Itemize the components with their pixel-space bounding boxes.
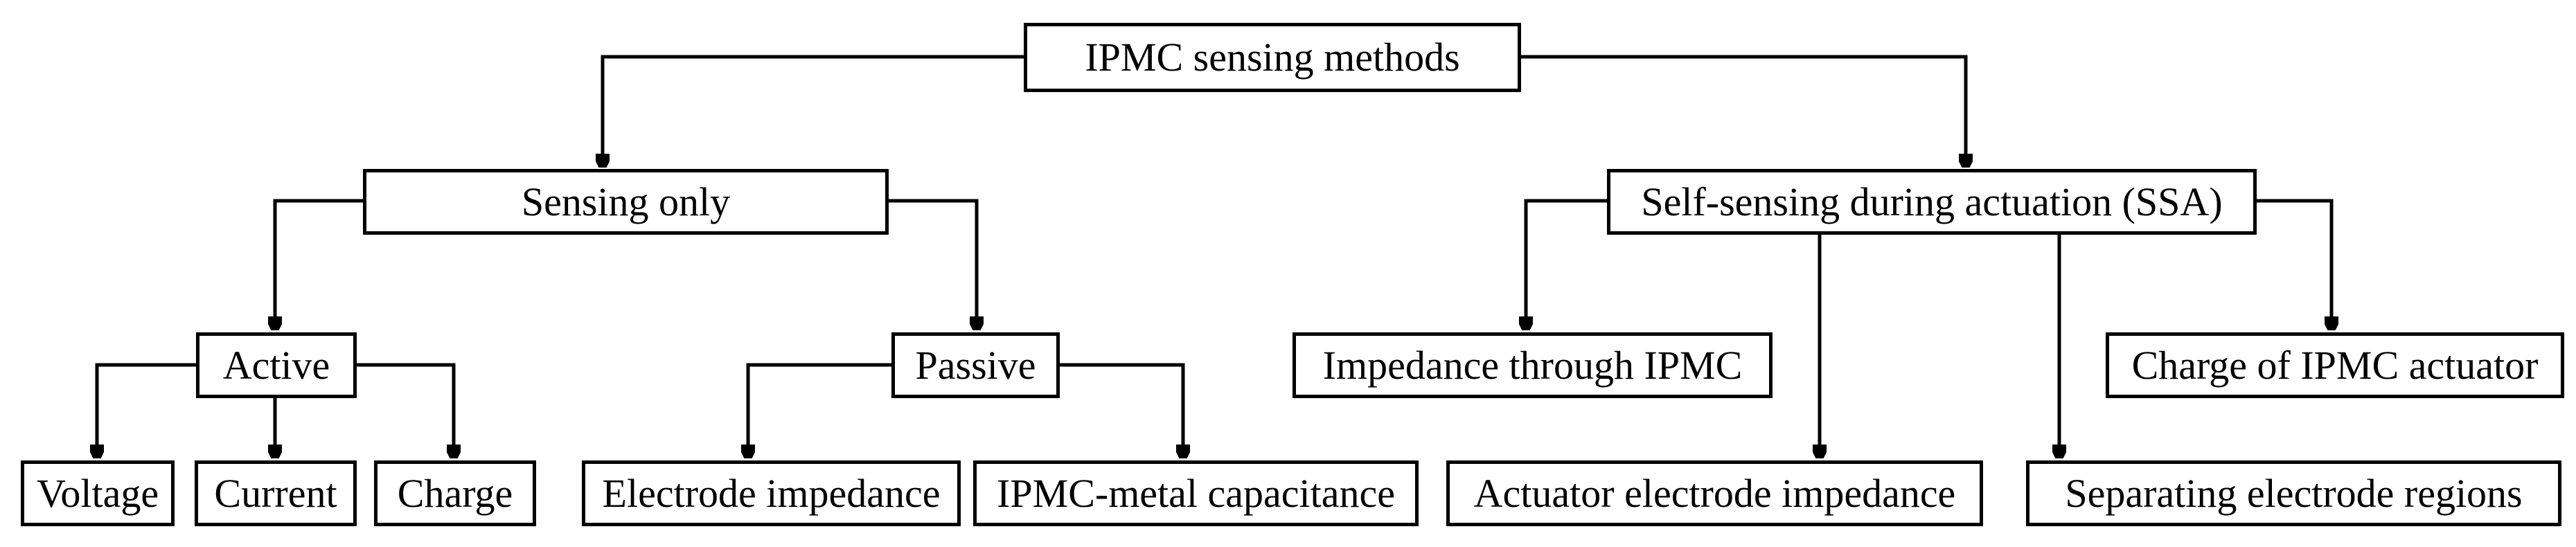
node-label: Charge of IPMC actuator	[2131, 342, 2539, 388]
node-label: Active	[222, 342, 330, 388]
arrow-sensing-only-to-passive	[889, 199, 977, 329]
node-label: Impedance through IPMC	[1322, 342, 1743, 388]
arrow-root-to-ssa	[1521, 55, 1966, 166]
node-passive: Passive	[891, 332, 1060, 398]
node-label: Charge	[397, 470, 513, 516]
node-actuator-electrode-impedance: Actuator electrode impedance	[1446, 460, 1983, 526]
node-charge: Charge	[374, 460, 536, 526]
arrow-ssa-to-charge-of-ipmc-actuator	[2257, 199, 2331, 329]
node-label: IPMC sensing methods	[1085, 35, 1460, 80]
node-voltage: Voltage	[21, 460, 175, 526]
arrow-passive-to-ipmc-metal-capacitance	[1060, 363, 1183, 457]
node-label: Self-sensing during actuation (SSA)	[1641, 179, 2223, 224]
arrow-active-to-voltage	[97, 363, 196, 457]
arrow-passive-to-electrode-impedance	[748, 363, 891, 457]
node-active: Active	[196, 332, 357, 398]
arrow-sensing-only-to-active	[275, 199, 363, 329]
arrow-ssa-to-impedance-through-ipmc	[1526, 199, 1607, 329]
node-ipmc-sensing-methods: IPMC sensing methods	[1024, 23, 1521, 92]
node-electrode-impedance: Electrode impedance	[582, 460, 961, 526]
arrow-root-to-sensing-only	[603, 55, 1024, 166]
arrow-active-to-charge	[357, 363, 454, 457]
node-current: Current	[195, 460, 357, 526]
node-label: Passive	[915, 342, 1036, 388]
node-separating-electrode-regions: Separating electrode regions	[2026, 460, 2561, 526]
node-self-sensing-during-actuation: Self-sensing during actuation (SSA)	[1607, 169, 2257, 235]
node-sensing-only: Sensing only	[363, 169, 889, 235]
node-label: Separating electrode regions	[2065, 470, 2523, 516]
node-label: IPMC-metal capacitance	[997, 470, 1395, 516]
node-impedance-through-ipmc: Impedance through IPMC	[1293, 332, 1773, 398]
node-label: Actuator electrode impedance	[1473, 470, 1956, 516]
node-ipmc-metal-capacitance: IPMC-metal capacitance	[973, 460, 1419, 526]
node-label: Sensing only	[521, 179, 731, 224]
node-label: Current	[214, 470, 337, 516]
node-label: Electrode impedance	[602, 470, 941, 516]
node-charge-of-ipmc-actuator: Charge of IPMC actuator	[2106, 332, 2564, 398]
node-label: Voltage	[36, 470, 159, 516]
